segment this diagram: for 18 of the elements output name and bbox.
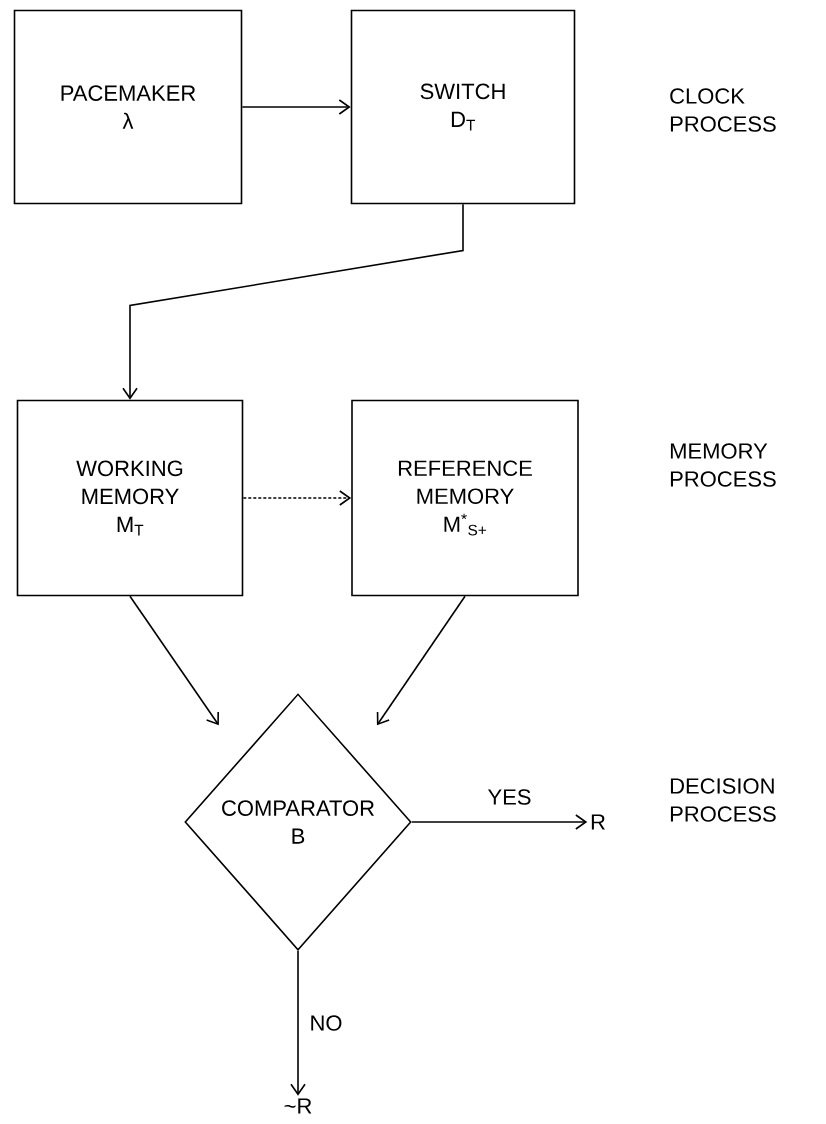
response-label: ~R — [284, 1098, 312, 1114]
process-label: CLOCK PROCESS — [670, 88, 776, 132]
process-label: MEMORY PROCESS — [670, 443, 776, 487]
arrow — [290, 950, 306, 1096]
arrow — [241, 99, 351, 115]
arrow — [122, 203, 464, 400]
arrow — [376, 595, 466, 726]
response-label: R — [591, 814, 605, 830]
process-box: PACEMAKER λ — [13, 9, 243, 205]
process-box: REFERENCE MEMORY M$^{*}$S+ — [351, 399, 579, 597]
process-box: SWITCH D$_{T}$ — [350, 9, 576, 205]
edge-label: NO — [308, 1014, 344, 1032]
process-box: WORKING MEMORY M$_{T}$ — [16, 399, 244, 597]
edge-label: YES — [486, 788, 533, 806]
process-label: DECISION PROCESS — [670, 778, 776, 822]
arrow — [129, 595, 219, 726]
arrow — [242, 490, 352, 506]
arrow — [411, 814, 588, 830]
